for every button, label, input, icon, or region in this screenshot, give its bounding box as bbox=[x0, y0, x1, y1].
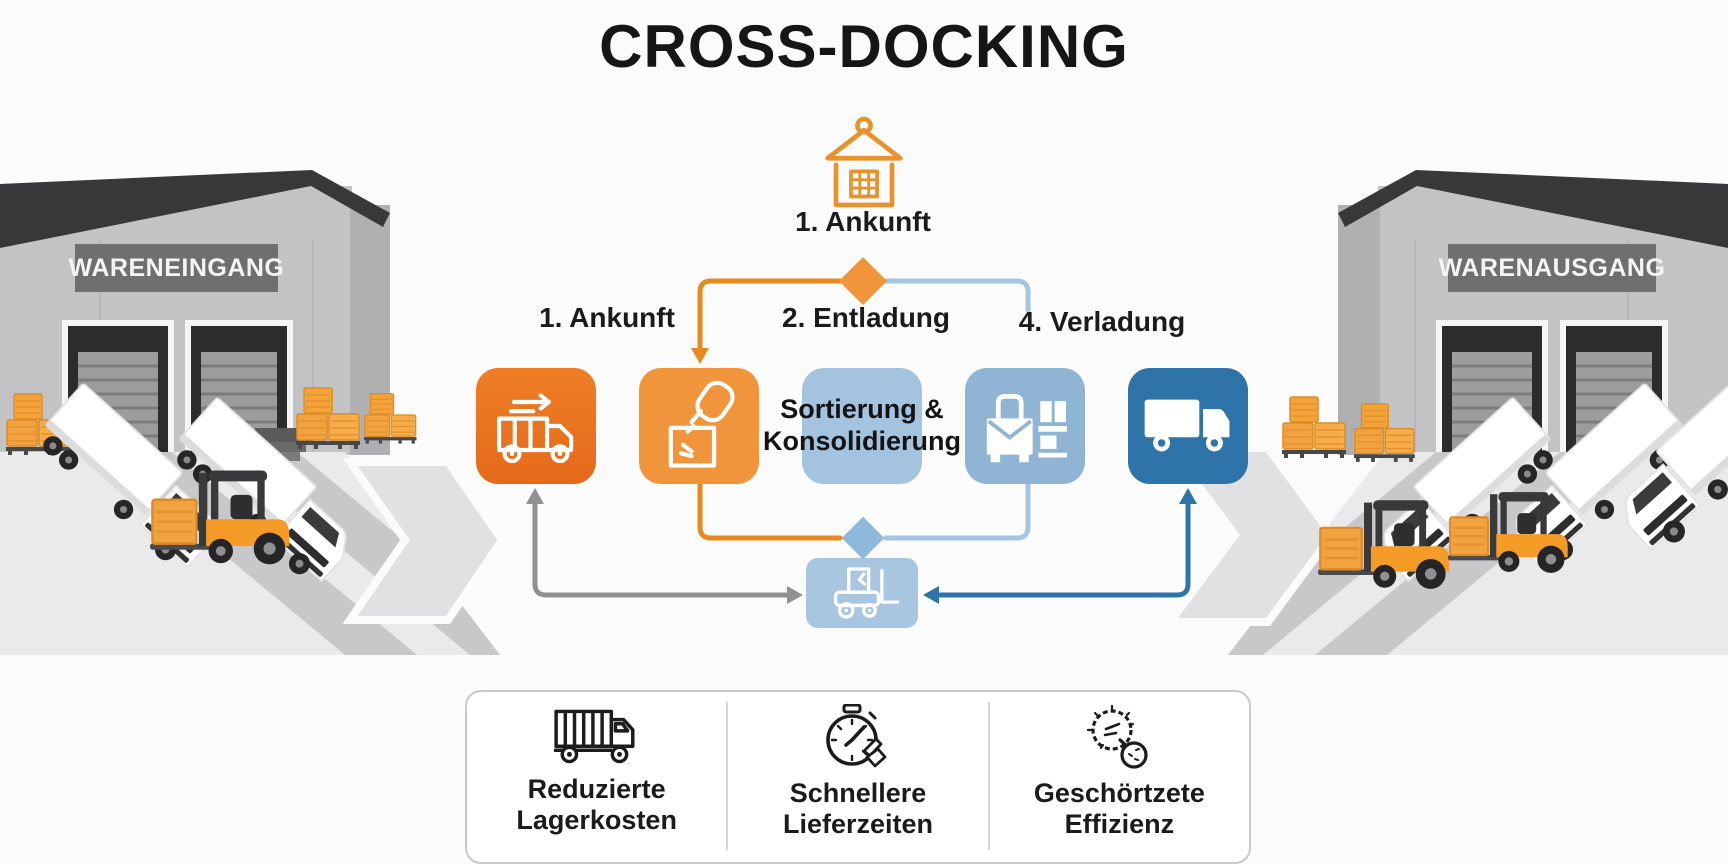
benefit-reduced-storage-costs: Reduzierte Lagerkosten bbox=[467, 692, 726, 862]
goods-receipt-sign-label: WARENEINGANG bbox=[68, 253, 285, 282]
step-box-outbound bbox=[1128, 368, 1248, 484]
truck-line-icon bbox=[553, 709, 635, 764]
inbound-transfer-connector bbox=[532, 499, 789, 598]
outbound-flow-chevron bbox=[1162, 444, 1337, 626]
unloading-to-transfer-connector bbox=[697, 481, 843, 541]
benefits-panel: Reduzierte Lagerkosten Schnellere bbox=[465, 690, 1251, 864]
stopwatch-icon bbox=[826, 704, 887, 768]
arrival-to-loading-connector bbox=[880, 278, 1031, 313]
step-box-sorting: Sortierung & Konsolidierung bbox=[763, 368, 961, 484]
step-box-dispatch bbox=[965, 368, 1085, 484]
up-arrowhead bbox=[526, 488, 544, 504]
warehouse-arrival-icon bbox=[825, 116, 903, 208]
up-arrowhead bbox=[1179, 488, 1197, 504]
goods-receipt-sign: WARENEINGANG bbox=[69, 244, 284, 292]
step1-label: 1. Ankunft bbox=[539, 302, 675, 333]
left-arrowhead bbox=[923, 586, 939, 604]
benefit1-label-line1: Reduzierte bbox=[527, 774, 666, 804]
arrival-to-unloading-connector bbox=[697, 278, 846, 352]
page-title: CROSS-DOCKING bbox=[599, 13, 1129, 80]
inbound-flow-chevron bbox=[342, 458, 507, 624]
goods-issue-sign-label: WARENAUSGANG bbox=[1438, 253, 1666, 282]
benefit2-label-line1: Schnellere bbox=[789, 778, 927, 808]
benefit3-label-line2: Effizienz bbox=[1064, 809, 1175, 840]
benefit-faster-delivery: Schnellere Lieferzeiten bbox=[728, 692, 987, 862]
outbound-transfer-connector bbox=[937, 499, 1191, 598]
goods-issue-sign: WARENAUSGANG bbox=[1439, 244, 1665, 292]
benefits-divider bbox=[987, 702, 990, 850]
truck-solid-icon bbox=[1144, 399, 1230, 452]
down-arrowhead bbox=[691, 348, 709, 364]
sorting-label-line1: Sortierung & bbox=[780, 394, 944, 425]
entry-step-label: 1. Ankunft bbox=[795, 206, 931, 237]
unloading-icon bbox=[668, 380, 735, 468]
benefit3-label-line1: Geschörtzete bbox=[1033, 778, 1205, 808]
benefits-divider bbox=[726, 702, 729, 850]
dispatch-cart-icon bbox=[986, 394, 1067, 463]
dispatch-to-transfer-connector bbox=[883, 481, 1031, 541]
truck-outline-icon bbox=[497, 393, 574, 464]
step-box-arrival bbox=[476, 368, 596, 484]
right-arrowhead bbox=[787, 586, 803, 604]
transfer-box bbox=[806, 558, 918, 628]
benefit-increased-efficiency: Geschörtzete Effizienz bbox=[990, 692, 1249, 862]
benefit1-label-line2: Lagerkosten bbox=[516, 805, 677, 836]
efficiency-icon bbox=[1087, 704, 1148, 769]
forklift-icon bbox=[833, 567, 900, 619]
step4-label: 4. Verladung bbox=[1018, 306, 1186, 337]
benefit2-label-line2: Lieferzeiten bbox=[782, 809, 934, 840]
step2-label: 2. Entladung bbox=[782, 302, 950, 333]
step-box-unloading bbox=[639, 368, 759, 484]
sorting-label-line2: Konsolidierung bbox=[763, 426, 961, 456]
